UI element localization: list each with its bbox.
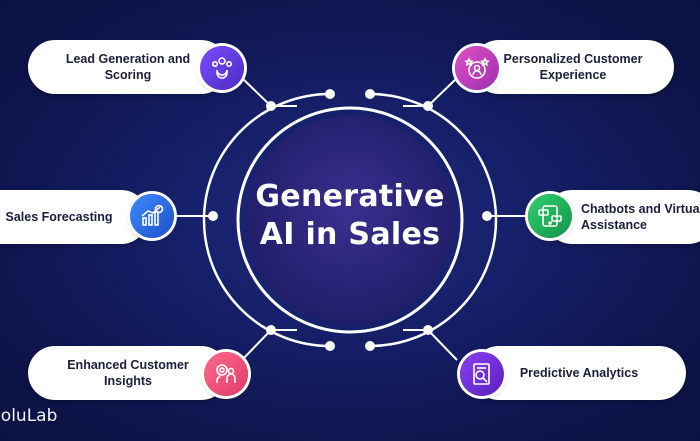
node-lead-generation: Lead Generation and Scoring (28, 40, 228, 94)
star-user-icon (455, 46, 499, 90)
connector-insights (241, 329, 272, 361)
connector-dot (482, 211, 492, 221)
connector-dot (423, 101, 433, 111)
node-label: Sales Forecasting (5, 210, 113, 224)
connector-predictive (427, 329, 458, 361)
node-enhanced-insights: Enhanced Customer Insights (28, 346, 228, 400)
chatbot-icon (528, 194, 572, 238)
connector-dot (208, 211, 218, 221)
target-users-icon (204, 352, 248, 396)
connector-dot (266, 101, 276, 111)
center-title: Generative AI in Sales (240, 178, 460, 254)
inner-ring (236, 106, 464, 334)
bar-chart-icon (130, 194, 174, 238)
connector-dot (423, 325, 433, 335)
node-label: Enhanced Customer Insights (67, 358, 189, 388)
center-title-line1: Generative (255, 179, 445, 214)
connector-dot (266, 325, 276, 335)
connector-personal (427, 77, 458, 107)
ring-dot (365, 341, 375, 351)
ring-dot (365, 89, 375, 99)
node-label: Personalized Customer Experience (503, 52, 643, 82)
node-sales-forecasting: Sales Forecasting (0, 190, 148, 244)
users-magnet-icon (200, 46, 244, 90)
node-label: Lead Generation and Scoring (65, 52, 191, 82)
ring-dot (325, 341, 335, 351)
center-core (246, 116, 454, 324)
node-predictive-analytics: Predictive Analytics (472, 346, 686, 400)
ring-dot (325, 89, 335, 99)
node-label: Chatbots and Virtual Assistance (581, 202, 700, 232)
node-personalized-experience: Personalized Customer Experience (472, 40, 674, 94)
node-label: Predictive Analytics (519, 366, 639, 380)
brand-logo-text: SoluLab (0, 406, 58, 426)
connector-lead (241, 77, 272, 107)
analytics-report-icon (460, 352, 504, 396)
center-title-line2: AI in Sales (259, 217, 441, 252)
